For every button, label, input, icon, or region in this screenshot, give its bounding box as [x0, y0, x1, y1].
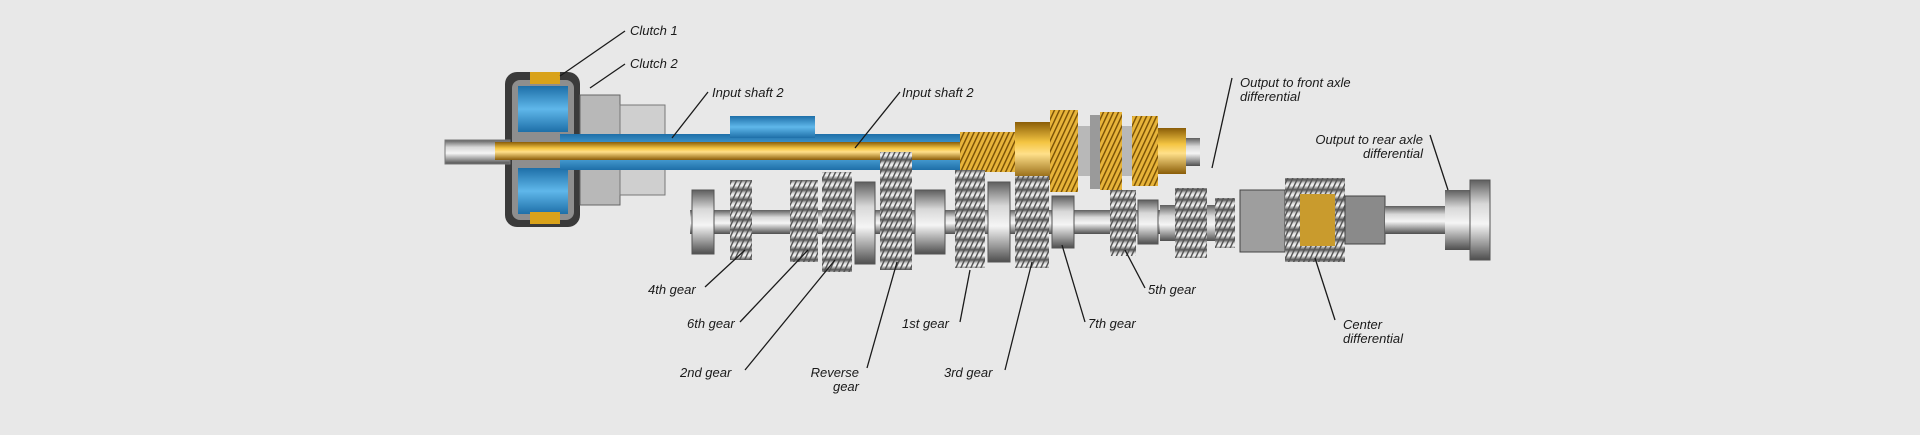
leader-center-diff [1314, 257, 1336, 321]
leader-clutch2 [589, 63, 626, 89]
label-input-shaft-2-left: Input shaft 2 [712, 85, 784, 100]
leader-1st-gear [959, 269, 971, 323]
lower-gears [691, 152, 1159, 272]
label-2nd-gear: 2nd gear [680, 365, 732, 380]
leader-7th-gear [1061, 244, 1086, 323]
leader-reverse [866, 261, 898, 369]
leader-3rd-gear [1004, 261, 1033, 371]
label-6th-gear: 6th gear [687, 316, 735, 331]
label-output-front-axle-line1: Output to front axle [1240, 75, 1351, 90]
label-reverse-gear: Reverse gear [795, 366, 859, 394]
blue-housing-block [730, 116, 815, 138]
label-5th-gear: 5th gear [1148, 282, 1196, 297]
label-clutch-2: Clutch 2 [630, 56, 678, 71]
label-output-rear-axle: Output to rear axle differential [1298, 133, 1423, 161]
label-output-rear-axle-line1: Output to rear axle [1315, 132, 1423, 147]
label-output-front-axle: Output to front axle differential [1240, 76, 1351, 104]
upper-gold-gears [960, 110, 1200, 192]
label-input-shaft-2-right: Input shaft 2 [902, 85, 974, 100]
leader-input-shaft-2b [854, 91, 901, 149]
label-7th-gear: 7th gear [1088, 316, 1136, 331]
leader-5th-gear [1124, 249, 1146, 289]
leader-input-shaft-2a [671, 91, 709, 139]
label-center-differential: Center differential [1343, 318, 1403, 346]
leader-rear-output [1429, 134, 1449, 191]
leader-2nd-gear [744, 259, 836, 371]
label-clutch-1: Clutch 1 [630, 23, 678, 38]
label-1st-gear: 1st gear [902, 316, 949, 331]
leader-clutch1 [559, 30, 626, 77]
label-reverse-gear-line2: gear [832, 379, 859, 394]
label-output-rear-axle-line2: differential [1363, 146, 1423, 161]
label-center-differential-line2: differential [1343, 331, 1403, 346]
leader-front-output [1211, 77, 1233, 169]
label-4th-gear: 4th gear [648, 282, 696, 297]
label-center-differential-line1: Center [1343, 317, 1383, 332]
leader-4th-gear [704, 249, 746, 288]
label-3rd-gear: 3rd gear [944, 365, 993, 380]
label-output-front-axle-line2: differential [1240, 89, 1300, 104]
center-differential-assembly [1160, 178, 1491, 262]
leader-6th-gear [739, 249, 809, 323]
label-reverse-gear-line1: Reverse [810, 365, 859, 380]
leader-lines [559, 30, 1449, 371]
